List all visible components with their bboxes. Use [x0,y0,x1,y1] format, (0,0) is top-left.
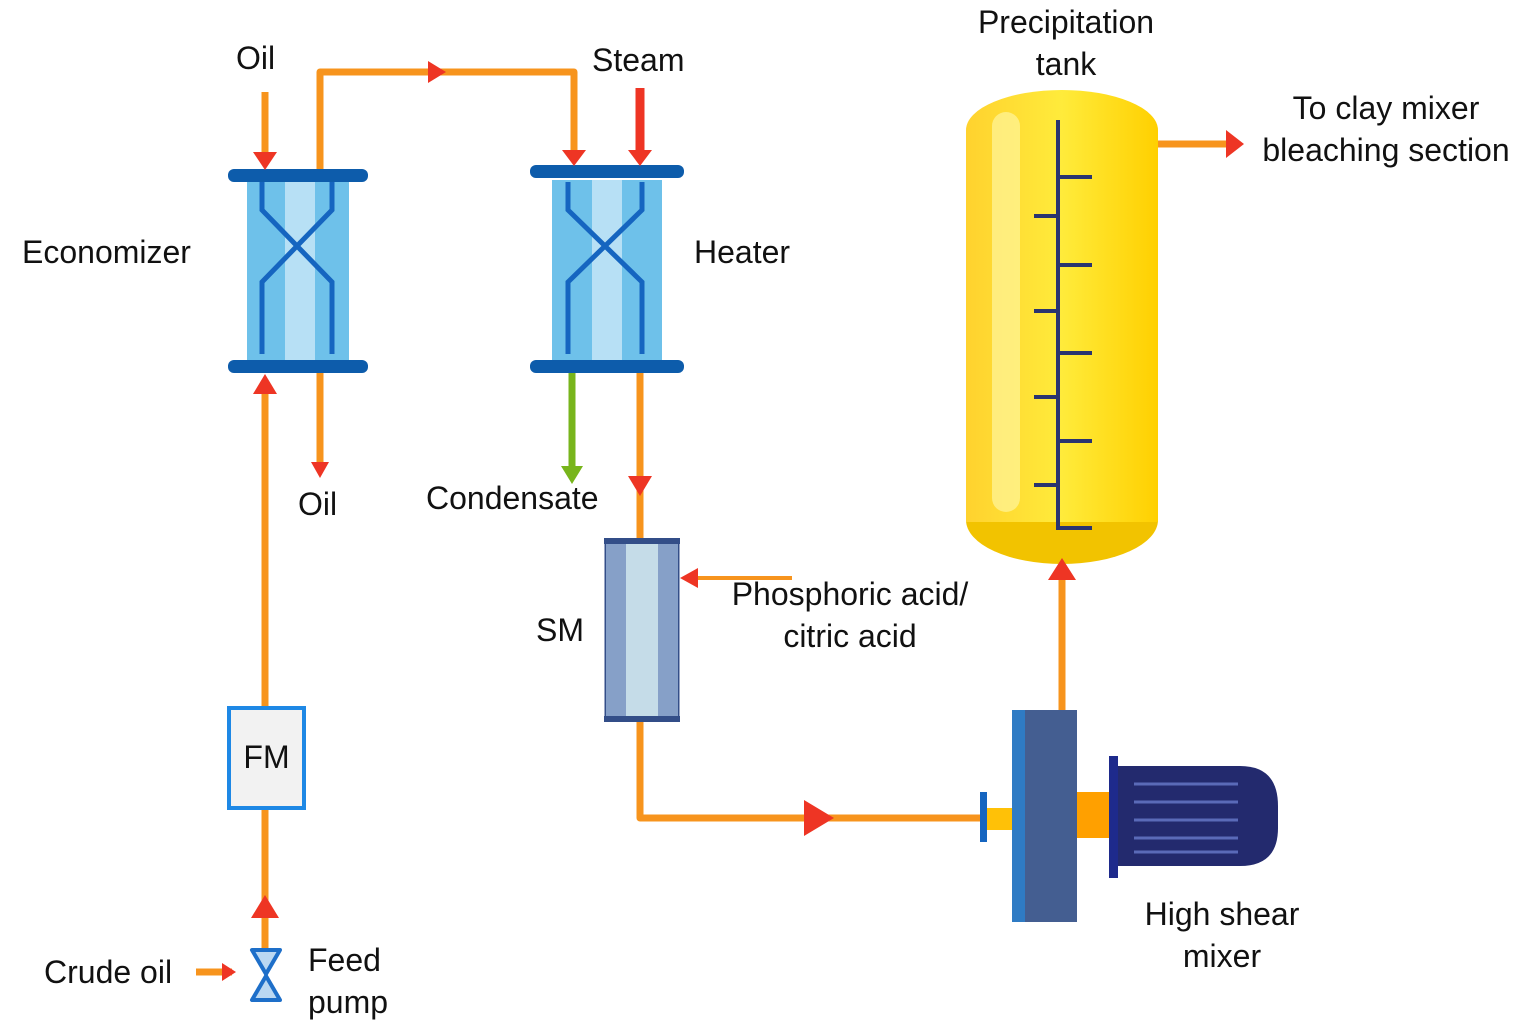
label-precipitation-tank-line2: tank [1035,45,1097,82]
label-to-clay-mixer: To clay mixer bleaching section [1252,88,1520,171]
static-mixer [604,538,680,722]
tank-baffle [1034,120,1092,530]
arrow-into-economizer-bottom [253,374,277,394]
pipe-economizer-to-heater [316,68,578,170]
arrow-acid [680,568,698,588]
label-feed-pump-line1: Feed [308,942,381,978]
label-feed-pump: Feed pump [308,940,388,1023]
label-static-mixer: SM [536,612,584,648]
label-precipitation-tank-line1: Precipitation [977,4,1155,40]
label-crude-oil: Crude oil [44,954,173,990]
arrow-oil-out [311,462,329,478]
label-acid-feed-line1: Phosphoric acid/ [731,576,969,612]
arrow-to-mixer [804,800,834,836]
flow-meter [227,706,306,810]
label-high-shear-mixer-line2: mixer [1182,937,1262,974]
arrow-feed-line [251,895,279,918]
label-steam: Steam [592,42,685,78]
pipe-sm-to-mixer [636,720,985,822]
label-to-clay-mixer-line2: bleaching section [1262,131,1510,168]
label-heater: Heater [694,234,791,270]
label-oil-inlet: Oil [236,40,276,76]
label-high-shear-mixer: High shear mixer [1120,894,1324,977]
pipes [196,68,1228,976]
label-flow-meter: FM [243,739,290,775]
label-economizer: Economizer [22,234,191,270]
heater [530,165,684,373]
arrow-crude-oil [222,963,236,981]
arrow-to-tank [1048,558,1076,580]
arrow-oil-into-economizer [253,152,277,170]
flow-arrows [222,61,1244,981]
label-condensate: Condensate [426,480,599,516]
arrow-steam [628,150,652,166]
arrow-into-heater [562,150,586,166]
label-oil-outlet: Oil [298,486,338,522]
feed-pump [250,948,282,1002]
label-high-shear-mixer-line1: High shear [1144,896,1300,932]
label-to-clay-mixer-line1: To clay mixer [1292,90,1480,126]
label-feed-pump-line2: pump [308,983,389,1020]
arrow-to-clay-mixer [1226,130,1244,158]
arrow-condensate [561,466,583,484]
arrow-top-pipe [428,61,446,83]
label-acid-feed-line2: citric acid [783,617,917,654]
label-acid-feed: Phosphoric acid/ citric acid [712,574,988,657]
label-precipitation-tank: Precipitation tank [966,2,1166,85]
high-shear-mixer [980,710,1278,922]
economizer [228,169,368,373]
arrow-to-sm [628,476,652,496]
precipitation-tank [966,90,1158,564]
